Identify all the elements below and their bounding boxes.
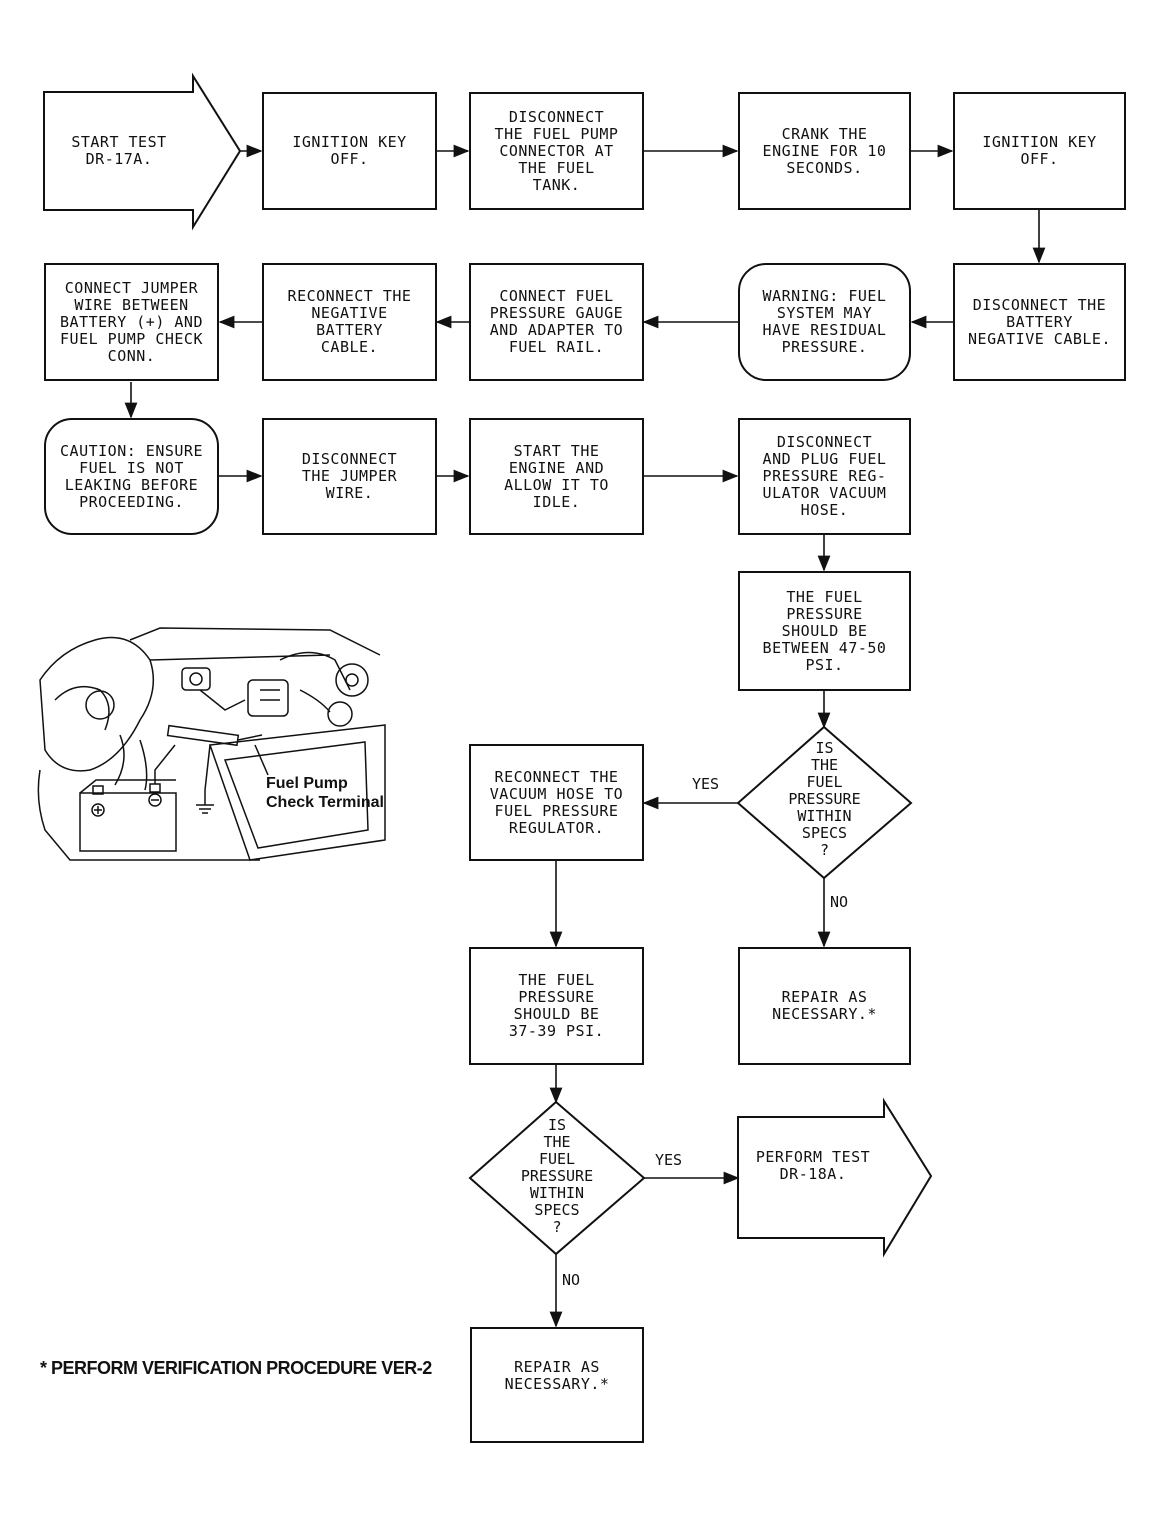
ignition-key-off-step-2: IGNITION KEY OFF.	[953, 92, 1126, 210]
caution-fuel-leak: CAUTION: ENSURE FUEL IS NOT LEAKING BEFO…	[44, 418, 219, 535]
disconnect-vacuum-hose-text: DISCONNECT AND PLUG FUEL PRESSURE REG- U…	[762, 433, 887, 519]
decision-1-no-label: NO	[830, 893, 849, 911]
warning-residual-pressure: WARNING: FUEL SYSTEM MAY HAVE RESIDUAL P…	[738, 263, 911, 381]
disconnect-fuel-pump-step: DISCONNECT THE FUEL PUMP CONNECTOR AT TH…	[469, 92, 644, 210]
reconnect-vacuum-hose-text: RECONNECT THE VACUUM HOSE TO FUEL PRESSU…	[489, 767, 624, 837]
verification-footnote: * PERFORM VERIFICATION PROCEDURE VER-2	[40, 1358, 432, 1378]
connect-gauge-step: CONNECT FUEL PRESSURE GAUGE AND ADAPTER …	[469, 263, 644, 381]
disconnect-jumper-text: DISCONNECT THE JUMPER WIRE.	[301, 450, 398, 502]
caution-text: CAUTION: ENSURE FUEL IS NOT LEAKING BEFO…	[60, 441, 203, 511]
disconnect-vacuum-hose-step: DISCONNECT AND PLUG FUEL PRESSURE REG- U…	[738, 418, 911, 535]
perform-test-step: PERFORM TEST DR-18A.	[738, 1117, 888, 1238]
start-test-step: START TEST DR-17A.	[44, 92, 194, 210]
disconnect-battery-step: DISCONNECT THE BATTERY NEGATIVE CABLE.	[953, 263, 1126, 381]
fuel-pump-check-terminal-illustration	[37, 627, 386, 861]
decision-2-text: IS THE FUEL PRESSURE WITHIN SPECS ?	[520, 1116, 594, 1236]
illustration-caption: Fuel Pump Check Terminal	[266, 775, 384, 811]
disconnect-fuel-pump-text: DISCONNECT THE FUEL PUMP CONNECTOR AT TH…	[494, 107, 619, 194]
reconnect-battery-step: RECONNECT THE NEGATIVE BATTERY CABLE.	[262, 263, 437, 381]
decision-2-no-label: NO	[562, 1271, 581, 1289]
disconnect-battery-text: DISCONNECT THE BATTERY NEGATIVE CABLE.	[968, 295, 1111, 348]
start-engine-text: START THE ENGINE AND ALLOW IT TO IDLE.	[504, 441, 609, 511]
reconnect-vacuum-hose-step: RECONNECT THE VACUUM HOSE TO FUEL PRESSU…	[469, 744, 644, 861]
repair-as-necessary-1: REPAIR AS NECESSARY.*	[738, 947, 911, 1065]
warning-text: WARNING: FUEL SYSTEM MAY HAVE RESIDUAL P…	[762, 287, 887, 356]
decision-1-text: IS THE FUEL PRESSURE WITHIN SPECS ?	[788, 739, 861, 859]
pressure-47-50-step: THE FUEL PRESSURE SHOULD BE BETWEEN 47-5…	[738, 571, 911, 691]
start-engine-step: START THE ENGINE AND ALLOW IT TO IDLE.	[469, 418, 644, 535]
ignition-key-off-step-1: IGNITION KEY OFF.	[262, 92, 437, 210]
decision-1-yes-label: YES	[692, 775, 720, 793]
pressure-47-50-text: THE FUEL PRESSURE SHOULD BE BETWEEN 47-5…	[762, 587, 887, 674]
start-test-text: START TEST DR-17A.	[71, 133, 167, 168]
decision-2-yes-label: YES	[655, 1151, 683, 1169]
connect-jumper-step: CONNECT JUMPER WIRE BETWEEN BATTERY (+) …	[44, 263, 219, 381]
connect-gauge-text: CONNECT FUEL PRESSURE GAUGE AND ADAPTER …	[489, 287, 624, 356]
connect-jumper-text: CONNECT JUMPER WIRE BETWEEN BATTERY (+) …	[60, 278, 203, 365]
crank-engine-step: CRANK THE ENGINE FOR 10 SECONDS.	[738, 92, 911, 210]
repair-text-2: REPAIR AS NECESSARY.*	[504, 1358, 610, 1393]
crank-engine-text: CRANK THE ENGINE FOR 10 SECONDS.	[762, 124, 887, 177]
ignition-key-off-text-1: IGNITION KEY OFF.	[292, 133, 407, 168]
perform-test-text: PERFORM TEST DR-18A.	[755, 1148, 871, 1183]
reconnect-battery-text: RECONNECT THE NEGATIVE BATTERY CABLE.	[287, 287, 412, 356]
perform-test-arrow-shape	[737, 1097, 933, 1258]
pressure-37-39-step: THE FUEL PRESSURE SHOULD BE 37-39 PSI.	[469, 947, 644, 1065]
repair-text-1: REPAIR AS NECESSARY.*	[772, 988, 877, 1023]
pressure-37-39-text: THE FUEL PRESSURE SHOULD BE 37-39 PSI.	[508, 971, 605, 1040]
disconnect-jumper-step: DISCONNECT THE JUMPER WIRE.	[262, 418, 437, 535]
ignition-key-off-text-2: IGNITION KEY OFF.	[982, 133, 1097, 168]
start-arrow-shape	[43, 72, 242, 231]
repair-as-necessary-2: REPAIR AS NECESSARY.*	[470, 1327, 644, 1443]
